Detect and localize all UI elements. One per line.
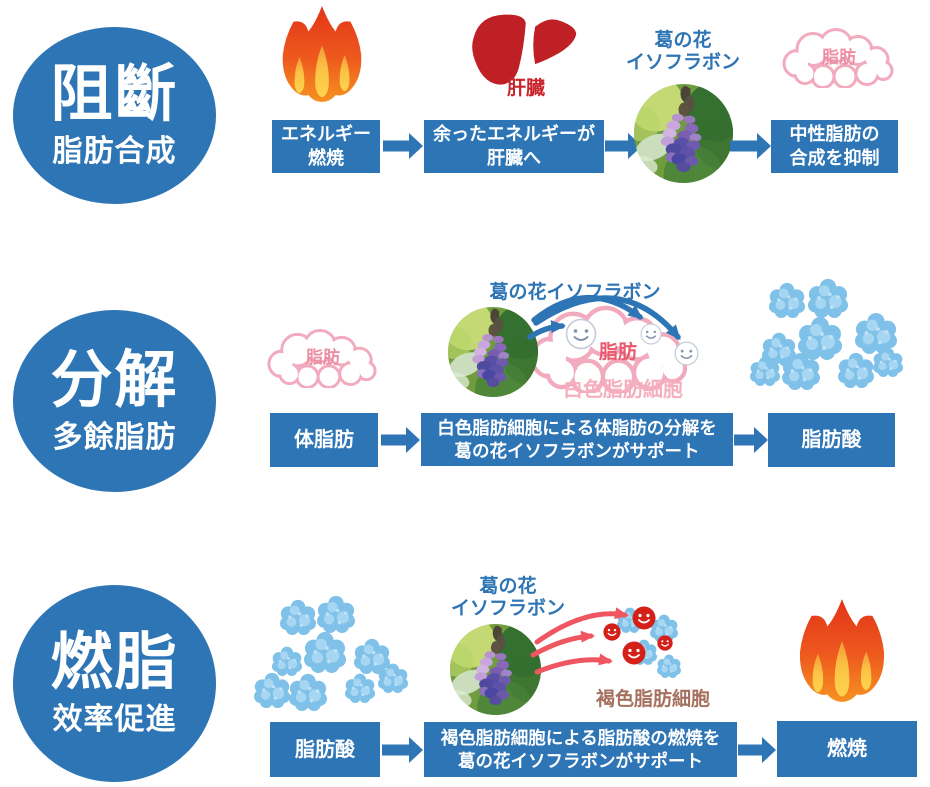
- fatty-acid-cluster-icon: [750, 278, 903, 390]
- flame-icon: [792, 597, 892, 704]
- white-fat-cell-label: 白色脂肪細胞: [563, 379, 683, 401]
- section-boost-fat-burning: 燃脂 效率促進 脂肪酸 褐色脂肪細胞による脂肪酸の燃焼を 葛の花イソフラボンがサ…: [0, 510, 930, 787]
- step-box-fatty-acid: 脂肪酸: [270, 722, 380, 777]
- step-box-white-cell-decompose: 白色脂肪細胞による体脂肪の分解を 葛の花イソフラボンがサポート: [421, 413, 733, 466]
- flow-arrow-icon: [382, 736, 423, 764]
- section-block-fat-synthesis: 阻斷 脂肪合成 肝臓 エネルギー 燃焼 余ったエネルギーが 肝臓へ 葛の花 イソ…: [0, 0, 930, 230]
- curved-arrow-icon: [527, 295, 681, 341]
- badge-subtitle: 脂肪合成: [52, 135, 177, 168]
- kudzu-flower-image: [634, 84, 733, 183]
- flame-icon: [277, 4, 367, 104]
- section-decompose-excess-fat: 分解 多餘脂肪 脂肪 体脂肪 白色脂肪細胞による体脂肪の分解を 葛の花イソフラボ…: [0, 230, 930, 510]
- kudzu-flower-label: 葛の花 イソフラボン: [625, 30, 740, 73]
- step-box-body-fat: 体脂肪: [270, 413, 378, 467]
- step-box-excess-energy-to-liver: 余ったエネルギーが 肝臓へ: [424, 120, 604, 173]
- badge-title: 分解: [50, 345, 179, 415]
- badge-decompose: 分解 多餘脂肪: [13, 310, 216, 492]
- kudzu-flower-label: 葛の花 イソフラボン: [450, 576, 565, 619]
- cell-fat-label: 脂肪: [598, 342, 637, 363]
- flow-arrow-icon: [738, 736, 776, 764]
- badge-subtitle: 效率促進: [52, 703, 177, 736]
- step-box-brown-cell-burn: 褐色脂肪細胞による脂肪酸の燃焼を 葛の花イソフラボンがサポート: [424, 722, 737, 777]
- badge-burn: 燃脂 效率促進: [13, 585, 216, 782]
- step-box-suppress-synthesis: 中性脂肪の 合成を抑制: [771, 120, 898, 173]
- fat-cloud-label: 脂肪: [306, 348, 340, 367]
- flow-arrow-icon: [730, 132, 771, 160]
- flow-arrow-icon: [383, 132, 423, 160]
- badge-title: 阻斷: [50, 60, 179, 129]
- badge-title: 燃脂: [50, 628, 179, 697]
- step-box-fatty-acid: 脂肪酸: [768, 413, 895, 467]
- brown-fat-cell-label: 褐色脂肪細胞: [595, 689, 710, 710]
- curved-arrow-icon: [530, 607, 629, 675]
- flow-arrow-icon: [734, 426, 768, 454]
- flow-arrow-icon: [381, 426, 420, 454]
- fatty-acid-cluster-icon: [254, 595, 408, 711]
- fat-cloud-label: 脂肪: [822, 48, 856, 67]
- step-box-burn: 燃焼: [777, 721, 917, 777]
- white-fat-cell-smiley-icon: [674, 341, 699, 366]
- liver-label: 肝臓: [506, 78, 545, 99]
- badge-block: 阻斷 脂肪合成: [13, 27, 216, 204]
- step-box-energy-burn: エネルギー 燃焼: [272, 120, 380, 173]
- badge-subtitle: 多餘脂肪: [52, 420, 177, 454]
